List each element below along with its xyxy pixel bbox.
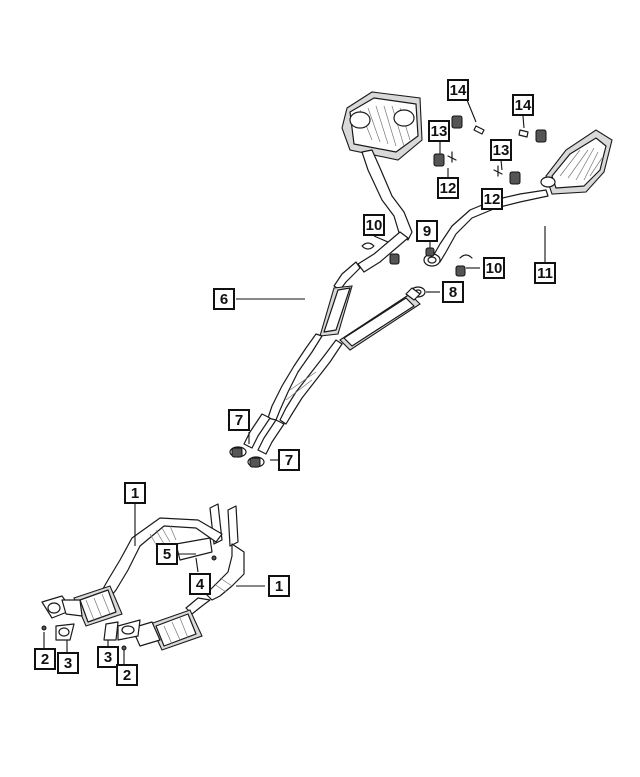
right-muffler [540, 129, 613, 195]
callout-7: 7 [228, 409, 250, 431]
callout-2: 2 [116, 664, 138, 686]
callout-1: 1 [124, 482, 146, 504]
callout-3: 3 [97, 646, 119, 668]
callout-10: 10 [483, 257, 505, 279]
clamps-gaskets [361, 242, 473, 298]
callout-4: 4 [189, 573, 211, 595]
callout-2: 2 [34, 648, 56, 670]
callout-13: 13 [428, 120, 450, 142]
callout-3: 3 [57, 652, 79, 674]
callout-11: 11 [534, 262, 556, 284]
callout-14: 14 [512, 94, 534, 116]
callout-9: 9 [416, 220, 438, 242]
exhaust-tips [229, 446, 265, 468]
left-muffler [341, 91, 423, 161]
callout-12: 12 [481, 188, 503, 210]
callout-7: 7 [278, 449, 300, 471]
catalytic-converter-assembly [41, 503, 245, 651]
callout-1: 1 [268, 575, 290, 597]
callout-8: 8 [442, 281, 464, 303]
callout-6: 6 [213, 288, 235, 310]
leader-lines [43, 99, 546, 664]
callout-10: 10 [363, 214, 385, 236]
callout-13: 13 [490, 139, 512, 161]
resonator-assembly [243, 261, 421, 455]
hanger-parts [433, 115, 547, 185]
callout-14: 14 [447, 79, 469, 101]
callout-12: 12 [437, 177, 459, 199]
callout-5: 5 [156, 543, 178, 565]
